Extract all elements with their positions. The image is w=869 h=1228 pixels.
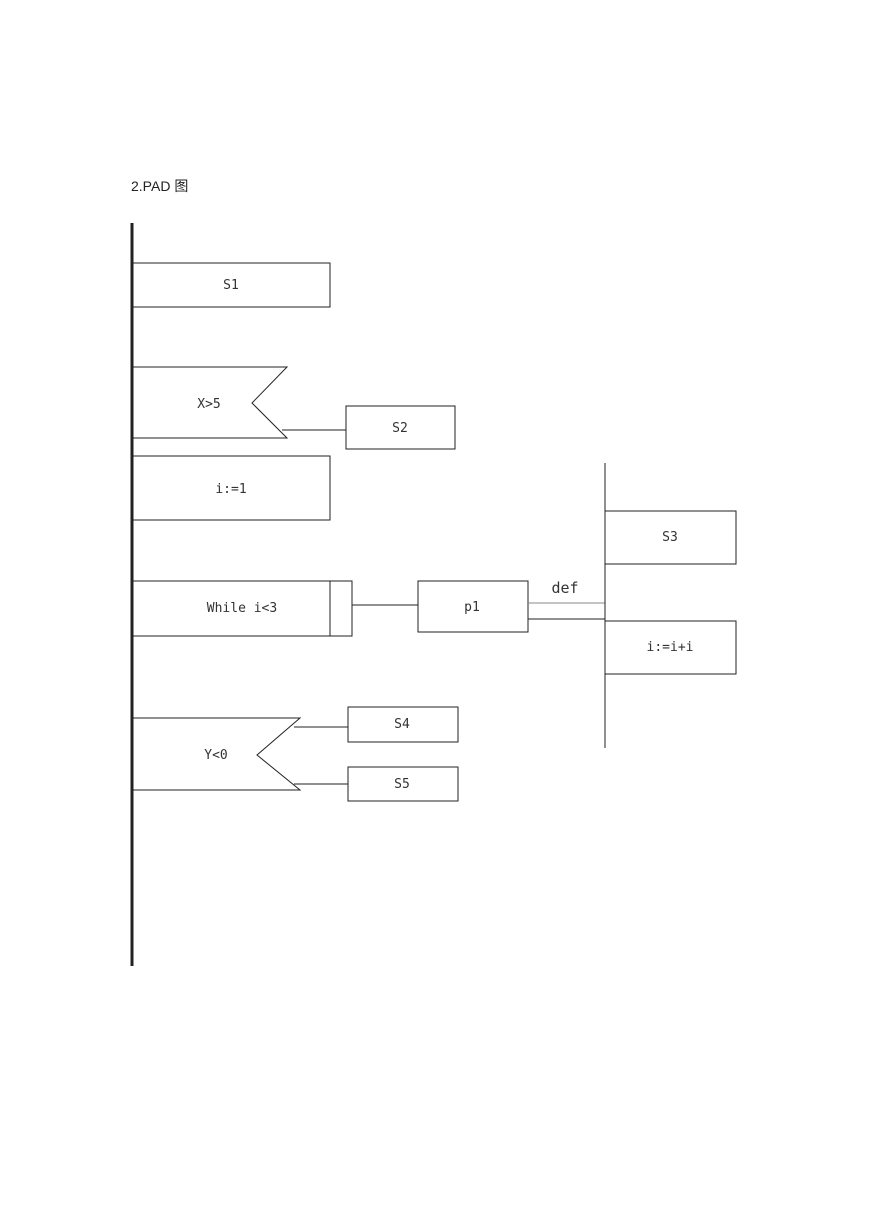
def-label: def <box>551 579 578 597</box>
cond-y-label: Y<0 <box>204 748 227 763</box>
assign-i-box <box>131 455 331 521</box>
inc-i-box <box>604 620 737 675</box>
s5-box <box>347 766 459 802</box>
p1-label: p1 <box>464 600 480 615</box>
s4-box <box>347 706 459 743</box>
cond-x-shape <box>132 366 289 439</box>
page-heading: 2.PAD 图 <box>131 178 189 194</box>
s2-box <box>345 405 456 450</box>
s3-box <box>604 510 737 565</box>
p1-box <box>417 580 529 633</box>
assign-i-label: i:=1 <box>215 482 246 497</box>
s2-label: S2 <box>392 421 408 436</box>
cond-x-label: X>5 <box>197 397 220 412</box>
s5-label: S5 <box>394 777 410 792</box>
s3-label: S3 <box>662 530 678 545</box>
s1-box <box>131 262 331 308</box>
inc-i-label: i:=i+i <box>647 640 694 655</box>
while-label: While i<3 <box>207 601 277 616</box>
s1-label: S1 <box>223 278 239 293</box>
while-box <box>131 580 353 637</box>
s4-label: S4 <box>394 717 410 732</box>
cond-y-shape <box>132 717 302 791</box>
